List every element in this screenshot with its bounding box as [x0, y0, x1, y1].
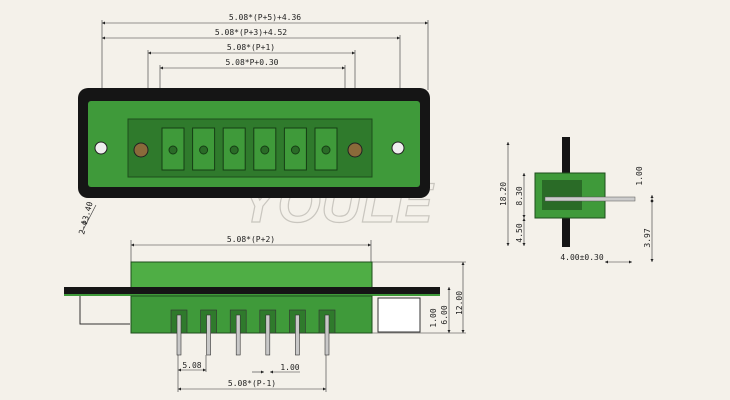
pin-contact — [260, 145, 270, 155]
pin-contact — [199, 145, 209, 155]
front-view: 5.08*(P+2) 12.00 6.00 1.00 5.08 1.00 5.0… — [64, 235, 466, 392]
pin-leg — [265, 314, 271, 356]
pin-leg — [176, 314, 182, 356]
pin-leg — [295, 314, 300, 356]
dim-height-lower: 6.00 — [440, 305, 449, 324]
dim-pin-offset: 3.97 — [643, 228, 652, 247]
side-cavity — [542, 180, 582, 210]
dim-side-lower: 4.50 — [515, 223, 524, 242]
dim-board-thickness: 1.00 — [429, 308, 438, 327]
dim-side-upper: 8.30 — [515, 186, 524, 205]
dim-side-total: 18.20 — [499, 182, 508, 206]
dim-pitch: 5.08 — [182, 361, 201, 370]
hole-note: 2-Φ3.40 — [77, 200, 94, 235]
panel-section-bottom — [562, 215, 570, 247]
pin-contact — [321, 145, 331, 155]
dim-depth: 4.00±0.30 — [560, 253, 604, 262]
dim-hole-spacing: 5.08*(P+1) — [227, 43, 275, 52]
pin-contact — [290, 145, 300, 155]
plug-body — [130, 261, 373, 290]
board-edge — [64, 294, 440, 296]
pin-leg — [324, 314, 330, 356]
clip-left — [79, 296, 130, 325]
side-pin — [544, 196, 636, 202]
dim-side-pin: 1.00 — [635, 166, 644, 185]
dim-housing-width: 5.08*P+0.30 — [226, 58, 279, 67]
panel-section-top — [562, 137, 570, 177]
pin-leg — [206, 314, 211, 356]
mounting-hole-right — [391, 141, 405, 155]
dim-front-width: 5.08*(P+2) — [227, 235, 275, 244]
pin-contact — [168, 145, 178, 155]
pin-contact — [229, 145, 239, 155]
clip-right — [377, 297, 421, 333]
top-view: 5.08*(P+5)+4.36 5.08*(P+3)+4.52 5.08*(P+… — [77, 13, 430, 236]
panel-board — [64, 287, 440, 296]
header-body — [130, 295, 373, 334]
side-view: 18.20 8.30 4.50 1.00 3.97 4.00±0.30 — [499, 137, 654, 264]
mounting-hole-left — [94, 141, 108, 155]
dim-overall-width: 5.08*(P+5)+4.36 — [229, 13, 301, 22]
pin-leg — [235, 314, 241, 356]
dim-pin-span: 5.08*(P-1) — [228, 379, 276, 388]
dim-pin-width: 1.00 — [280, 363, 299, 372]
screw-left — [133, 142, 149, 158]
dim-height-total: 12.00 — [455, 291, 464, 315]
dim-flange-width: 5.08*(P+3)+4.52 — [215, 28, 287, 37]
screw-right — [347, 142, 363, 158]
